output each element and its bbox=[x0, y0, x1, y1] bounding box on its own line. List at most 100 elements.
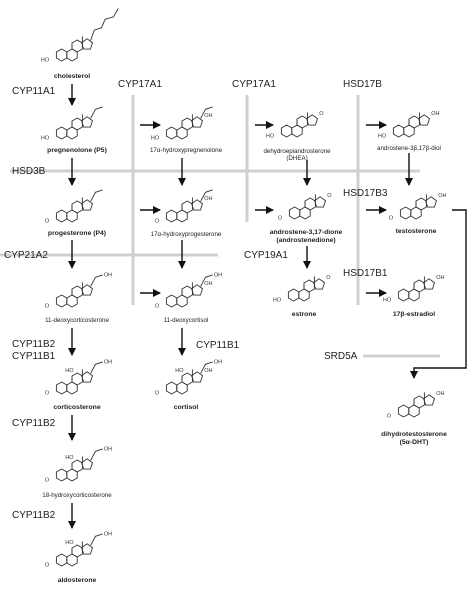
ring-c bbox=[296, 115, 308, 129]
keto-17-label: O bbox=[327, 193, 332, 199]
hydroxy-17-label: OH bbox=[431, 111, 439, 117]
keto-3-label: O bbox=[45, 478, 50, 484]
enzyme-label-cyp11a1: CYP11A1 bbox=[12, 86, 56, 97]
side-chain bbox=[200, 106, 213, 119]
ring-c bbox=[408, 115, 420, 129]
keto-17-label: O bbox=[326, 275, 331, 281]
compound-17oh-progesterone: 17α-hydroxyprogesterone bbox=[150, 231, 222, 238]
ring-a bbox=[280, 124, 293, 138]
keto-3-label: O bbox=[45, 219, 50, 225]
structure-estrone: HOO bbox=[273, 275, 331, 304]
hydroxy-11-label: HO bbox=[65, 455, 74, 461]
ring-c bbox=[71, 372, 83, 386]
ring-a bbox=[55, 48, 68, 62]
hydroxy-17-label: OH bbox=[436, 391, 444, 397]
ring-d bbox=[418, 114, 431, 126]
ring-c bbox=[303, 279, 315, 293]
side-chain bbox=[90, 448, 103, 461]
ring-c bbox=[71, 117, 83, 131]
ring-d bbox=[425, 196, 438, 208]
ring-d bbox=[81, 38, 94, 50]
side-chain bbox=[90, 533, 103, 546]
ring-c bbox=[181, 372, 193, 386]
ring-d bbox=[191, 371, 204, 383]
ring-a bbox=[55, 553, 68, 567]
side-chain bbox=[200, 274, 213, 287]
hydroxy-11-label: HO bbox=[65, 368, 74, 374]
compound-11-deoxycortisol: 11-deoxycortisol bbox=[163, 317, 209, 324]
compound-17oh-pregnenolone: 17α-hydroxypregnenolone bbox=[149, 147, 223, 154]
ring-c bbox=[413, 279, 425, 293]
side-chain-hydroxy-label: OH bbox=[104, 360, 112, 366]
side-chain-hydroxy-label: OH bbox=[104, 273, 112, 279]
keto-17-label: O bbox=[319, 111, 324, 117]
enzyme-label-hsd3b: HSD3B bbox=[12, 166, 46, 177]
side-chain bbox=[200, 189, 213, 202]
enzyme-label-cyp17a1-lyase: CYP17A1 bbox=[232, 79, 276, 90]
enzyme-label-cyp21a2: CYP21A2 bbox=[4, 250, 48, 261]
compound-dihydrotestosterone: dihydrotestosterone (5α-DHT) bbox=[381, 431, 447, 446]
hydroxy-17-label: OH bbox=[436, 275, 444, 281]
compound-corticosterone: corticosterone bbox=[53, 404, 101, 411]
ring-c bbox=[71, 459, 83, 473]
ring-d bbox=[313, 278, 326, 290]
keto-3-label: O bbox=[389, 216, 394, 222]
side-chain bbox=[200, 361, 213, 374]
hydroxy-3-label: HO bbox=[151, 136, 160, 142]
compound-androstenedione: androstene-3,17-dione (androstenedione) bbox=[269, 229, 343, 244]
ring-d bbox=[191, 284, 204, 296]
keto-3-label: O bbox=[278, 216, 283, 222]
keto-3-label: O bbox=[155, 219, 160, 225]
keto-3-label: O bbox=[387, 414, 392, 420]
ring-a bbox=[165, 294, 178, 308]
keto-3-label: O bbox=[155, 304, 160, 310]
ring-a bbox=[55, 381, 68, 395]
ring-c bbox=[415, 197, 427, 211]
enzyme-label-srd5a: SRD5A bbox=[324, 351, 358, 362]
ring-c bbox=[181, 285, 193, 299]
ring-c bbox=[71, 544, 83, 558]
structure-17oh-progesterone: O OH bbox=[155, 189, 213, 225]
ring-a bbox=[392, 124, 405, 138]
compound-18-hydroxycorticosterone: 18-hydroxycorticosterone bbox=[42, 492, 112, 499]
ring-a bbox=[287, 288, 300, 302]
hydroxy-11-label: HO bbox=[65, 540, 74, 546]
enzyme-label-hsd17b3: HSD17B3 bbox=[343, 188, 388, 199]
structure-pregnenolone: HO bbox=[41, 106, 103, 142]
ring-d bbox=[423, 278, 436, 290]
structure-testosterone: OOH bbox=[389, 193, 447, 222]
side-chain bbox=[90, 106, 103, 119]
compound-cholesterol: cholesterol bbox=[53, 73, 91, 80]
hydroxy-11-label: HO bbox=[175, 368, 184, 374]
structure-cholesterol: HO bbox=[41, 8, 119, 64]
enzyme-label-cyp17a1-hydroxylase: CYP17A1 bbox=[118, 79, 162, 90]
ring-d bbox=[423, 394, 436, 406]
keto-3-label: O bbox=[45, 563, 50, 569]
hydroxy-3-label: HO bbox=[266, 134, 275, 140]
compound-testosterone: testosterone bbox=[395, 228, 437, 235]
side-chain-hydroxy-label: OH bbox=[214, 360, 222, 366]
structure-dihydrotestosterone: O OH bbox=[387, 391, 445, 420]
compound-aldosterone: aldosterone bbox=[57, 577, 97, 584]
hydroxy-3-label: HO bbox=[41, 136, 50, 142]
hydroxy-17-label: OH bbox=[204, 113, 212, 119]
ring-c bbox=[71, 285, 83, 299]
compound-estrone: estrone bbox=[291, 311, 317, 318]
ring-a bbox=[55, 126, 68, 140]
side-chain-hydroxy-label: OH bbox=[214, 273, 222, 279]
enzyme-label-hsd17b: HSD17B bbox=[343, 79, 382, 90]
ring-c bbox=[413, 395, 425, 409]
compound-11-deoxycorticosterone: 11-deoxycorticosterone bbox=[45, 317, 109, 324]
ring-c bbox=[71, 200, 83, 214]
enzyme-label-cyp11b2-first: CYP11B2 bbox=[12, 418, 56, 429]
enzyme-label-cyp11b2-cyp11b1: CYP11B2 CYP11B1 bbox=[12, 339, 56, 362]
hydroxy-17-label: OH bbox=[204, 196, 212, 202]
hydroxy-17-label: OH bbox=[204, 368, 212, 374]
ring-d bbox=[306, 114, 319, 126]
